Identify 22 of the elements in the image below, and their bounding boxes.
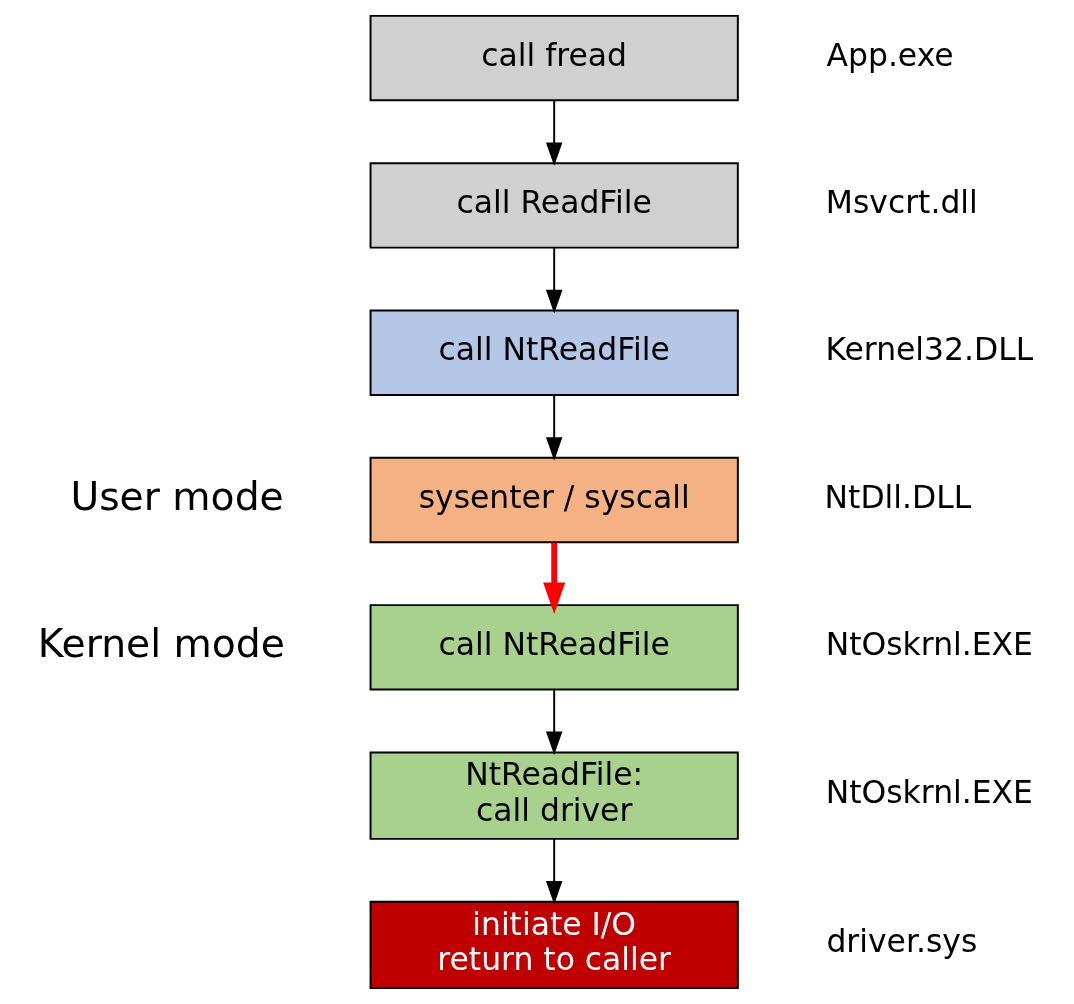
node-box: initiate I/O return to caller: [369, 900, 739, 990]
node-label: NtOskrnl.EXE: [825, 625, 1033, 662]
node-label: App.exe: [826, 36, 954, 73]
node-box: call ReadFile: [369, 162, 739, 249]
node-label: NtDll.DLL: [824, 478, 972, 515]
node-label: Kernel32.DLL: [825, 331, 1034, 368]
arrow: [545, 837, 563, 905]
label: Kernel mode: [37, 621, 285, 667]
arrow: [545, 394, 563, 461]
arrow: [545, 99, 563, 167]
node-box: sysenter / syscall: [369, 456, 739, 544]
arrow: [545, 247, 563, 314]
node-box: call fread: [369, 14, 739, 102]
node-box: call NtReadFile: [369, 309, 739, 396]
arrow: [545, 689, 563, 756]
node-label: Msvcrt.dll: [825, 183, 978, 220]
node-label: driver.sys: [826, 923, 978, 960]
label: User mode: [70, 473, 284, 519]
node-box: call NtReadFile: [369, 604, 739, 691]
node-box: NtReadFile: call driver: [369, 751, 739, 840]
arrow: [543, 542, 566, 614]
node-label: NtOskrnl.EXE: [825, 774, 1033, 811]
